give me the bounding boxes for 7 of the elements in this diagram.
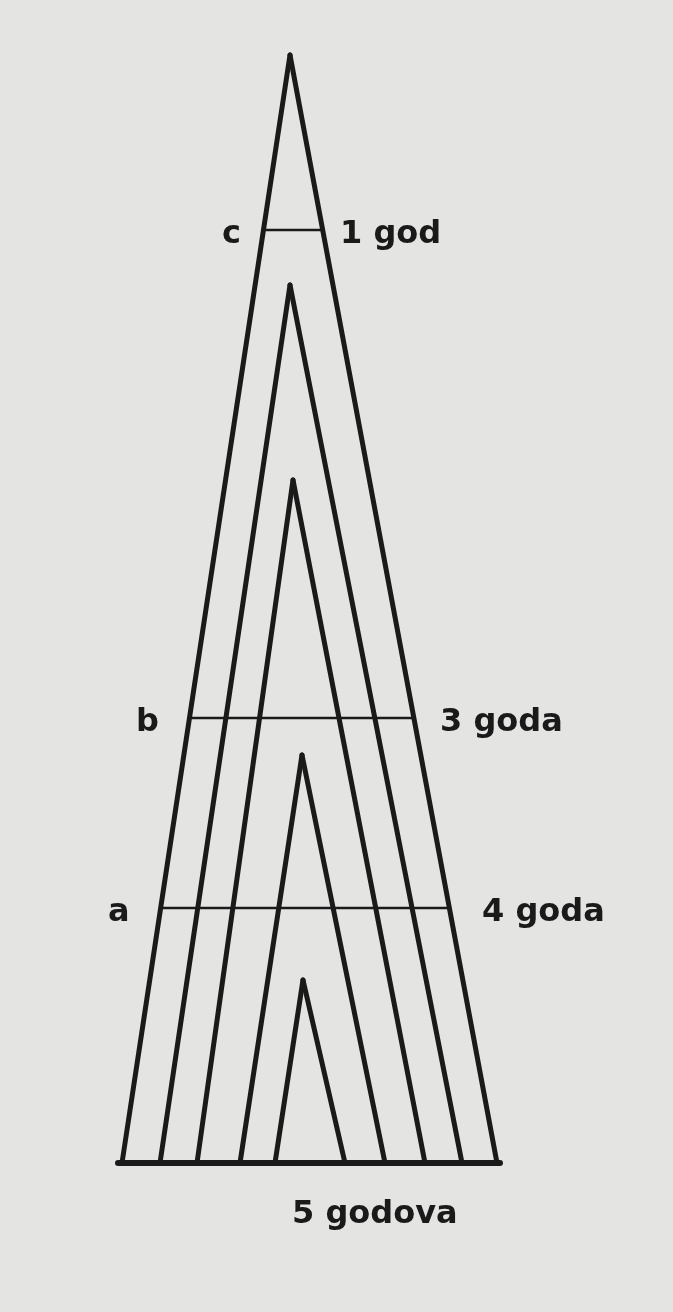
section-letter: a bbox=[108, 894, 130, 926]
age-label: 3 goda bbox=[440, 704, 563, 736]
section-letter: c bbox=[222, 216, 241, 248]
age-label: 1 god bbox=[340, 216, 442, 248]
section-letter: b bbox=[136, 704, 159, 736]
age-label: 4 goda bbox=[482, 894, 605, 926]
age-label: 5 godova bbox=[292, 1196, 458, 1228]
